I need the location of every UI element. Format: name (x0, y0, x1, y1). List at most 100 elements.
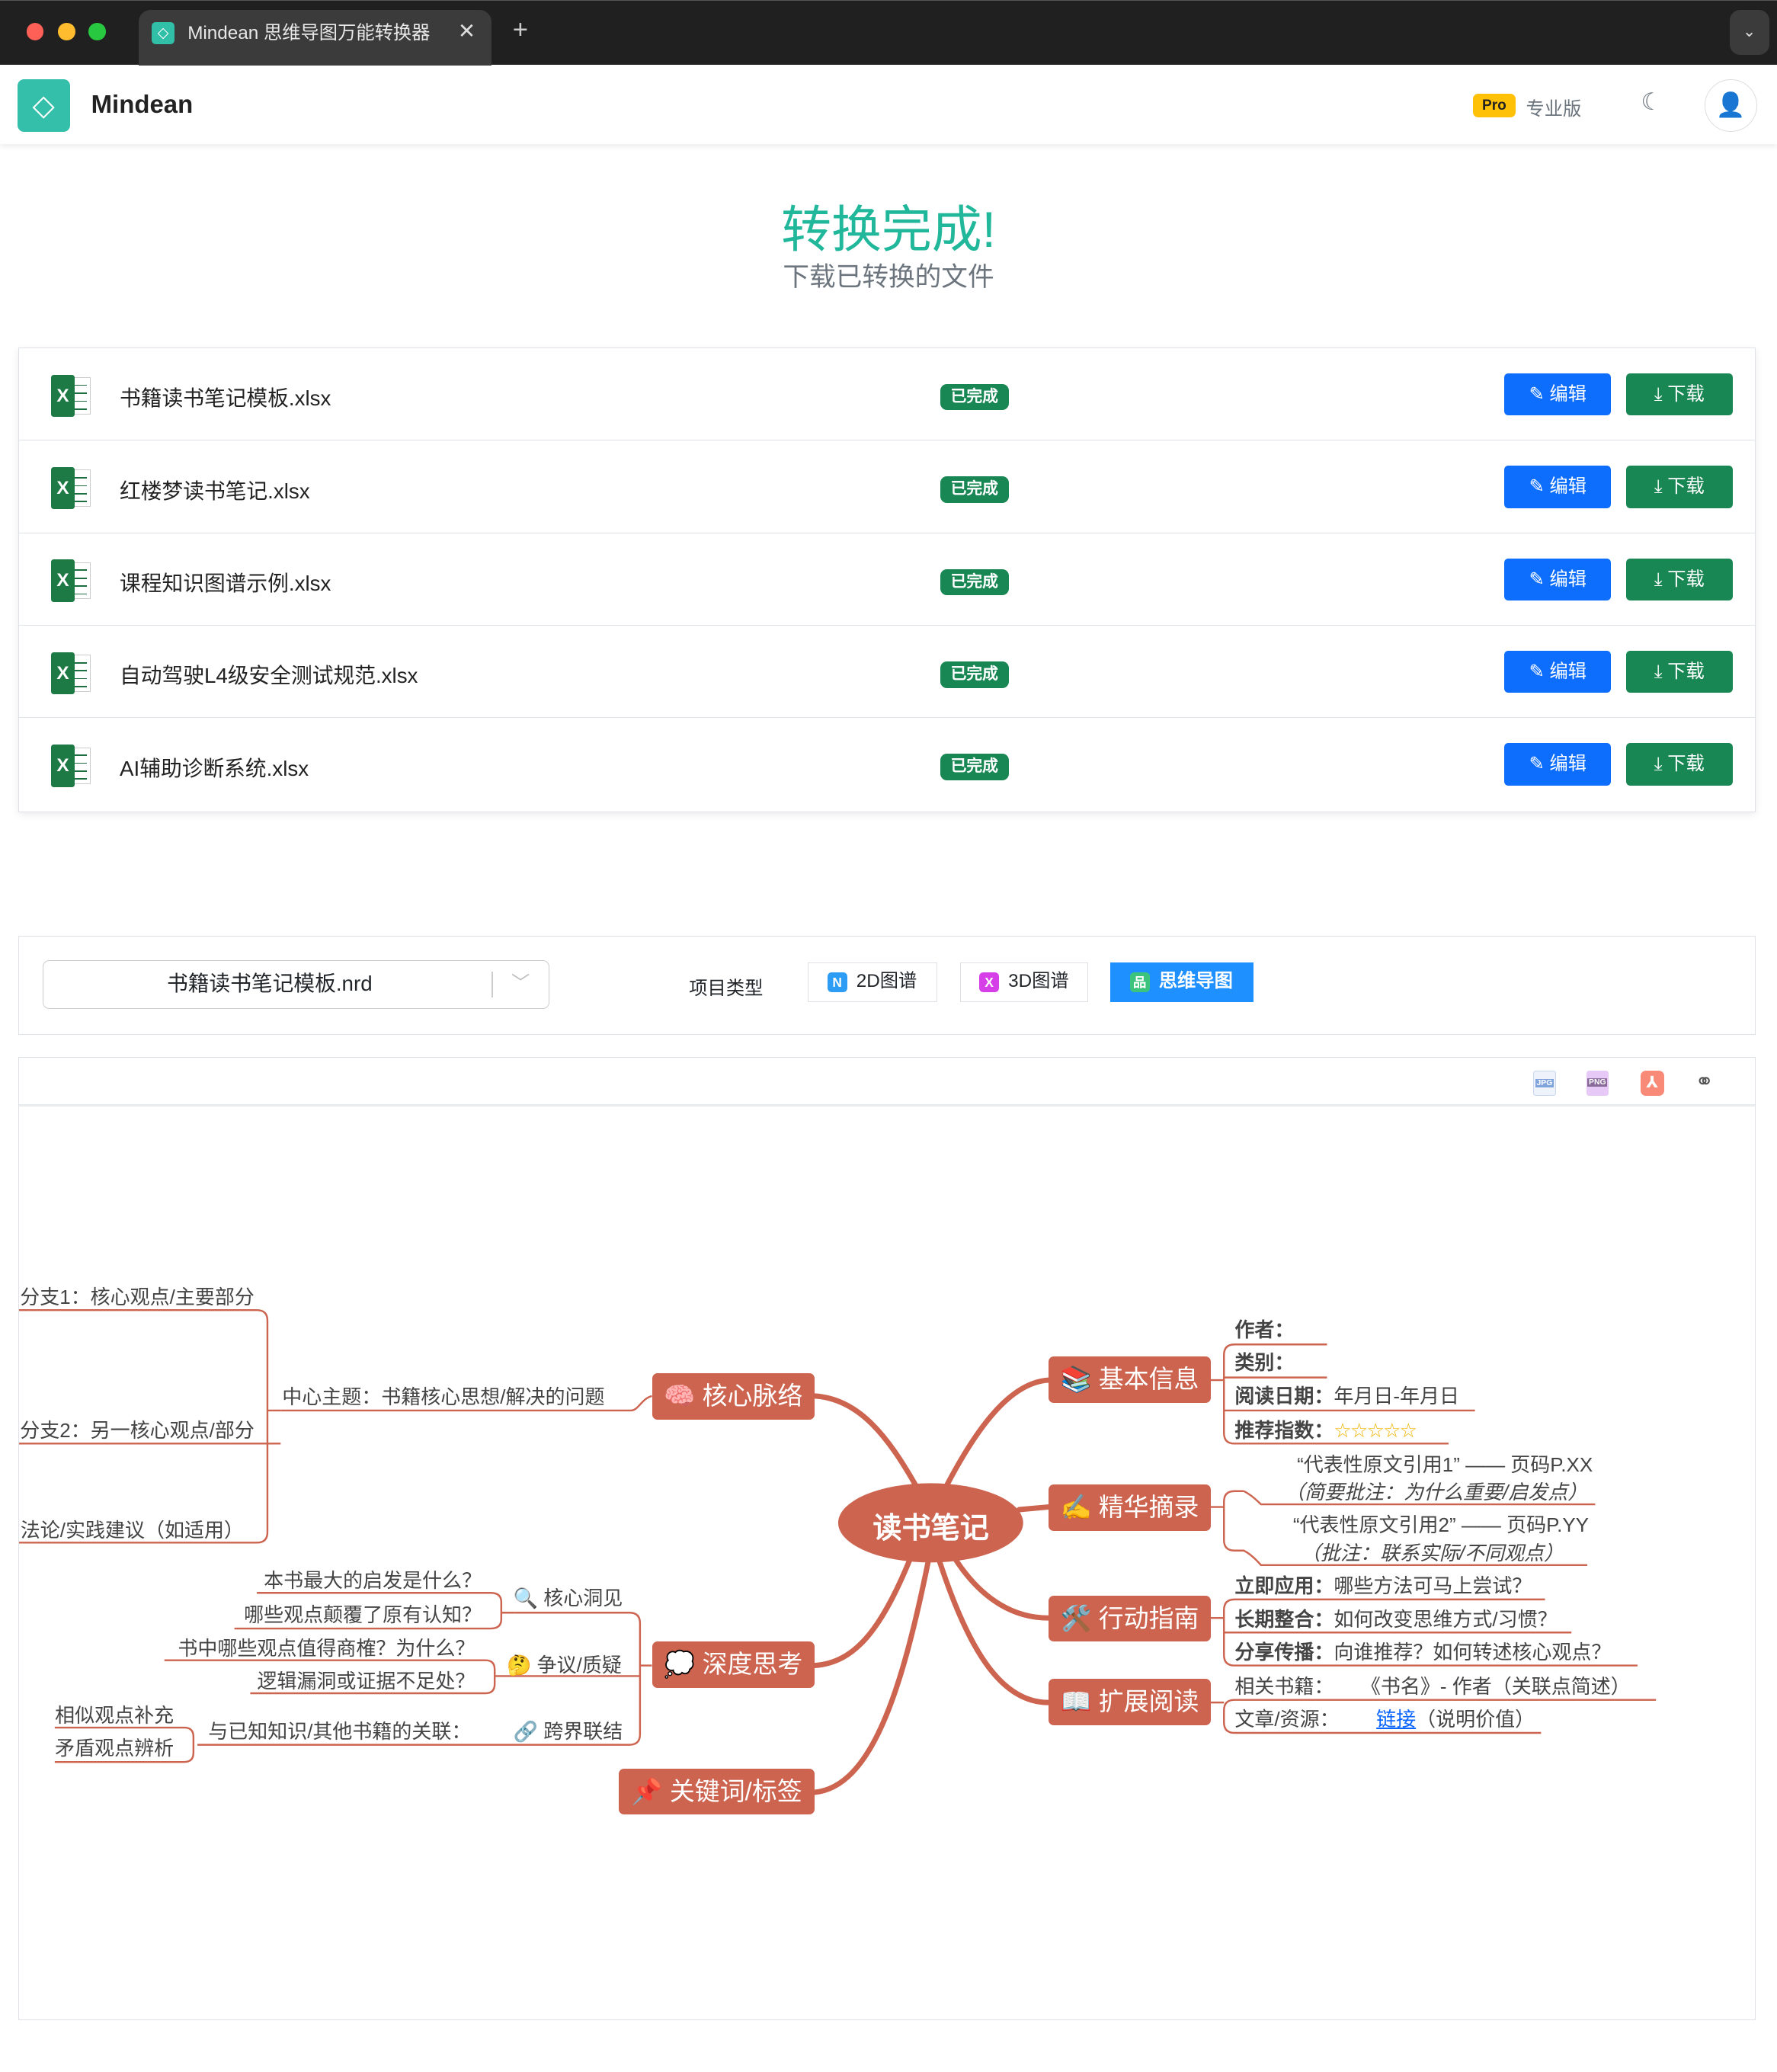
edit-icon: ✎ (1529, 568, 1550, 590)
excerpt-note[interactable]: （简要批注：为什么重要/启发点） (1285, 1481, 1588, 1504)
action-value: 向谁推荐？如何转述核心观点？ (1334, 1640, 1612, 1664)
cross-item[interactable]: 矛盾观点辨析 (55, 1737, 174, 1760)
node-keywords[interactable]: 📌 关键词/标签 (619, 1768, 815, 1815)
download-label: 下载 (1667, 754, 1705, 775)
basic-author[interactable]: 作者： (1234, 1318, 1295, 1341)
root-node[interactable]: 读书笔记 (872, 1512, 989, 1545)
download-label: 下载 (1667, 568, 1705, 590)
edit-label: 编辑 (1549, 661, 1587, 683)
action-item[interactable]: 分享传播：向谁推荐？如何转述核心观点？ (1234, 1639, 1611, 1666)
core-branch[interactable]: 分支2：另一核心观点/部分 (20, 1418, 255, 1442)
dispute-item[interactable]: 书中哪些观点值得商榷？为什么？ (178, 1636, 475, 1660)
maximize-window-button[interactable] (88, 23, 106, 40)
action-key: 分享传播： (1234, 1640, 1334, 1664)
edit-label: 编辑 (1549, 754, 1587, 775)
extend-resources[interactable]: 文章/资源：链接（说明价值） (1234, 1706, 1535, 1733)
download-label: 下载 (1667, 383, 1705, 405)
dispute-item[interactable]: 逻辑漏洞或证据不足处？ (257, 1670, 475, 1693)
file-name: 书籍读书笔记模板.xlsx (120, 386, 331, 411)
chevron-down-icon[interactable]: ﹀ (511, 972, 530, 994)
insight-node[interactable]: 🔍 核心洞见 (513, 1586, 623, 1609)
node-core[interactable]: 🧠 核心脉络 (652, 1373, 815, 1420)
diamond-logo-icon[interactable]: ◇ (17, 79, 70, 133)
edit-button[interactable]: ✎ 编辑 (1504, 466, 1612, 508)
date-key: 阅读日期： (1234, 1384, 1334, 1407)
new-tab-button[interactable]: + (512, 15, 528, 45)
download-button[interactable]: ⤓ 下载 (1625, 558, 1733, 601)
type-label: 2D图谱 (856, 971, 917, 992)
dispute-node[interactable]: 🤔 争议/质疑 (507, 1654, 622, 1677)
diamond-icon: ◇ (152, 21, 174, 45)
selected-file: 书籍读书笔记模板.nrd (166, 971, 373, 995)
star-rating-icon: ☆☆☆☆☆ (1334, 1418, 1417, 1442)
node-basic-info[interactable]: 📚 基本信息 (1048, 1356, 1212, 1403)
close-tab-icon[interactable]: ✕ (457, 18, 476, 43)
action-item[interactable]: 长期整合：如何改变思维方式/习惯？ (1234, 1606, 1557, 1633)
insight-item[interactable]: 本书最大的启发是什么？ (264, 1569, 482, 1593)
download-button[interactable]: ⤓ 下载 (1625, 373, 1733, 416)
core-branch[interactable]: 分支1：核心观点/主要部分 (20, 1285, 255, 1308)
download-button[interactable]: ⤓ 下载 (1625, 743, 1733, 786)
type-mindmap-button[interactable]: 品思维导图 (1110, 962, 1254, 1003)
edit-icon: ✎ (1529, 754, 1550, 775)
close-window-button[interactable] (26, 23, 44, 40)
cross-node[interactable]: 🔗 跨界联结 (513, 1719, 623, 1743)
download-icon: ⤓ (1654, 383, 1668, 405)
insight-item[interactable]: 哪些观点颠覆了原有认知？ (244, 1603, 482, 1627)
excerpt-quote[interactable]: “代表性原文引用2” —— 页码P.YY (1292, 1513, 1589, 1537)
date-value: 年月日-年月日 (1334, 1384, 1460, 1407)
node-extend[interactable]: 📖 扩展阅读 (1048, 1678, 1212, 1725)
edit-button[interactable]: ✎ 编辑 (1504, 373, 1612, 416)
graph-2d-icon: N (827, 972, 847, 993)
export-pdf-icon[interactable]: ⅄ (1640, 1071, 1664, 1097)
edit-button[interactable]: ✎ 编辑 (1504, 743, 1612, 786)
type-label: 3D图谱 (1008, 971, 1069, 992)
moon-icon[interactable]: ☾ (1641, 88, 1663, 116)
tab-title: Mindean 思维导图万能转换器 (187, 22, 431, 43)
excel-file-icon: X (50, 559, 93, 602)
export-jpg-icon[interactable]: JPG (1533, 1071, 1556, 1097)
browser-tabbar: ◇ Mindean 思维导图万能转换器 ✕ + ⌄ (0, 0, 1777, 66)
edit-button[interactable]: ✎ 编辑 (1504, 558, 1612, 601)
download-button[interactable]: ⤓ 下载 (1625, 466, 1733, 508)
node-deep-thinking[interactable]: 💭 深度思考 (652, 1641, 815, 1689)
tab-menu-button[interactable]: ⌄ (1729, 10, 1769, 56)
resource-link[interactable]: 链接 (1376, 1708, 1417, 1731)
resources-value: （说明价值） (1416, 1708, 1535, 1731)
excerpt-quote[interactable]: “代表性原文引用1” —— 页码P.XX (1297, 1452, 1593, 1476)
mindmap-canvas[interactable]: 读书笔记 🧠 核心脉络 💭 深度思考 📌 关键词/标签 📚 基本信息 ✍️ 精华… (18, 1058, 1755, 2019)
basic-category[interactable]: 类别： (1234, 1351, 1295, 1375)
divider (491, 971, 493, 998)
user-avatar-icon[interactable]: 👤 (1704, 79, 1757, 133)
core-branch[interactable]: 方法论/实践建议（如适用） (18, 1519, 245, 1542)
action-item[interactable]: 立即应用：哪些方法可马上尝试？ (1234, 1573, 1532, 1600)
extend-books[interactable]: 相关书籍：《书名》- 作者（关联点简述） (1234, 1673, 1630, 1700)
type-2d-button[interactable]: N 2D图谱 (808, 962, 938, 1003)
node-action[interactable]: 🛠️ 行动指南 (1048, 1595, 1212, 1642)
excerpt-note[interactable]: （批注：联系实际/不同观点） (1300, 1541, 1564, 1564)
file-select[interactable]: 书籍读书笔记模板.nrd ﹀ (43, 959, 549, 1009)
node-excerpt[interactable]: ✍️ 精华摘录 (1048, 1484, 1212, 1531)
core-theme[interactable]: 中心主题：书籍核心思想/解决的问题 (282, 1385, 605, 1409)
export-toolbar: JPG PNG ⅄ ⚭ (19, 1058, 1756, 1107)
download-button[interactable]: ⤓ 下载 (1625, 651, 1733, 693)
cross-relation[interactable]: 与已知知识/其他书籍的关联： (208, 1719, 472, 1743)
basic-rating[interactable]: 推荐指数：☆☆☆☆☆ (1234, 1417, 1417, 1444)
edit-button[interactable]: ✎ 编辑 (1504, 651, 1612, 693)
download-label: 下载 (1667, 661, 1705, 683)
minimize-window-button[interactable] (58, 23, 75, 40)
file-row: X 课程知识图谱示例.xlsx 已完成 ✎ 编辑 ⤓ 下载 (19, 533, 1756, 626)
action-key: 立即应用： (1234, 1574, 1334, 1598)
status-badge: 已完成 (940, 754, 1009, 780)
export-png-icon[interactable]: PNG (1586, 1071, 1609, 1097)
download-label: 下载 (1667, 476, 1705, 498)
graph-3d-icon: X (978, 972, 999, 993)
circles-icon[interactable]: ⚭ (1695, 1069, 1715, 1095)
mindmap-connectors (19, 1308, 1657, 1795)
browser-tab[interactable]: ◇ Mindean 思维导图万能转换器 ✕ (139, 10, 491, 66)
brand-name[interactable]: Mindean (91, 89, 194, 118)
edit-label: 编辑 (1549, 383, 1587, 405)
cross-item[interactable]: 相似观点补充 (55, 1704, 174, 1728)
type-3d-button[interactable]: X 3D图谱 (959, 962, 1088, 1003)
basic-date[interactable]: 阅读日期：年月日-年月日 (1234, 1383, 1459, 1410)
